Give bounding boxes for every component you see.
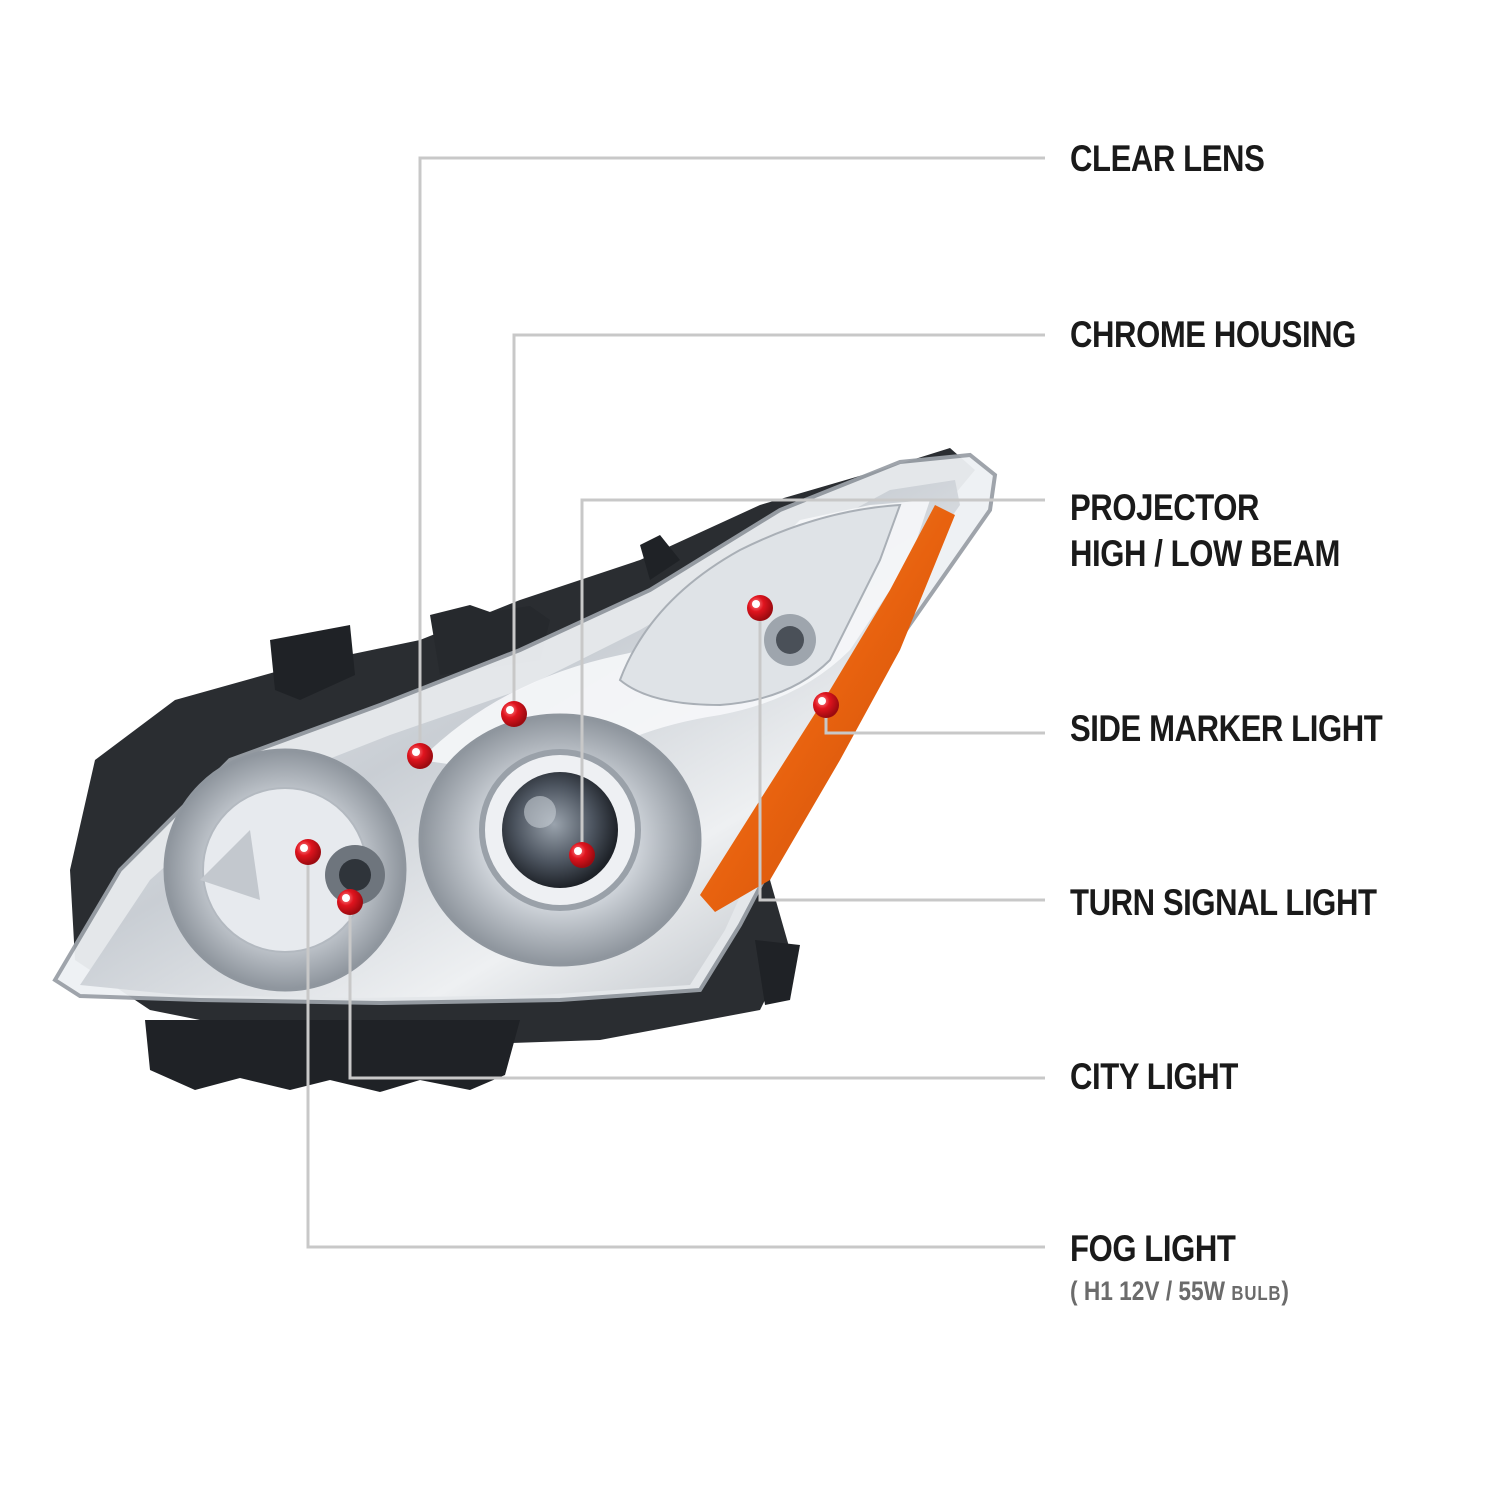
fog-spec-unit: BULB (1231, 1283, 1282, 1305)
marker-dot-chrome-housing (501, 701, 527, 727)
fog-spec-close: ) (1281, 1276, 1289, 1306)
label-side-marker: SIDE MARKER LIGHT (1070, 708, 1383, 749)
projector-assembly (418, 713, 702, 967)
label-projector-line2: HIGH / LOW BEAM (1070, 533, 1340, 574)
label-clear-lens: CLEAR LENS (1070, 138, 1265, 179)
fog-spec-open: ( (1070, 1276, 1078, 1306)
leader-fog-light (306, 852, 1045, 1249)
leader-turn-signal (758, 608, 1045, 902)
label-fog-light: FOG LIGHT (1070, 1228, 1236, 1269)
leader-chrome-housing (512, 333, 1045, 714)
leader-projector (580, 498, 1045, 855)
marker-dot-fog-light (295, 839, 321, 865)
label-turn-signal: TURN SIGNAL LIGHT (1070, 882, 1377, 923)
label-city-light: CITY LIGHT (1070, 1056, 1238, 1097)
marker-dot-clear-lens (407, 743, 433, 769)
marker-dot-turn-signal (747, 595, 773, 621)
label-fog-spec: ( H1 12V / 55W BULB) (1070, 1276, 1289, 1307)
marker-dot-city-light (337, 889, 363, 915)
label-projector-line1: PROJECTOR (1070, 487, 1260, 528)
fog-spec-value: H1 12V / 55W (1083, 1276, 1226, 1306)
marker-dot-projector (569, 842, 595, 868)
leader-lines (306, 156, 1045, 1249)
leader-city-light (348, 902, 1045, 1080)
marker-dots (295, 595, 839, 915)
leader-clear-lens (418, 156, 1045, 756)
label-chrome-housing: CHROME HOUSING (1070, 314, 1356, 355)
marker-dot-side-marker (813, 692, 839, 718)
fog-light-bowl (163, 748, 407, 992)
